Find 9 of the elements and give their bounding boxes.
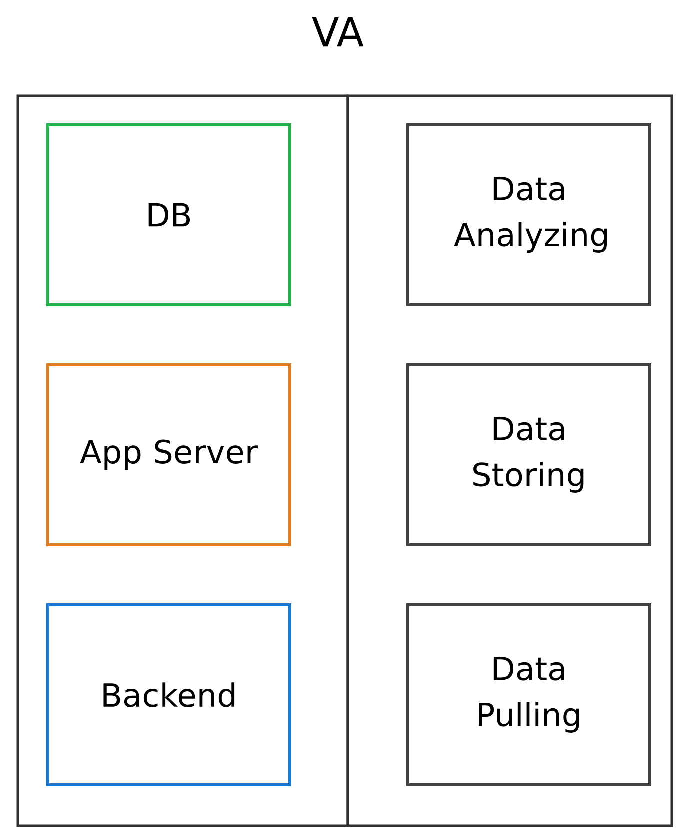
column-panel (16, 94, 350, 828)
process-box: Backend (46, 604, 292, 786)
process-box: Data Pulling (406, 604, 652, 786)
process-box: DB (46, 124, 292, 306)
process-box: Data Analyzing (406, 124, 652, 306)
title: VA (312, 17, 364, 47)
process-box: App Server (46, 364, 292, 546)
column-panel (346, 94, 674, 828)
process-box: Data Storing (406, 364, 652, 546)
